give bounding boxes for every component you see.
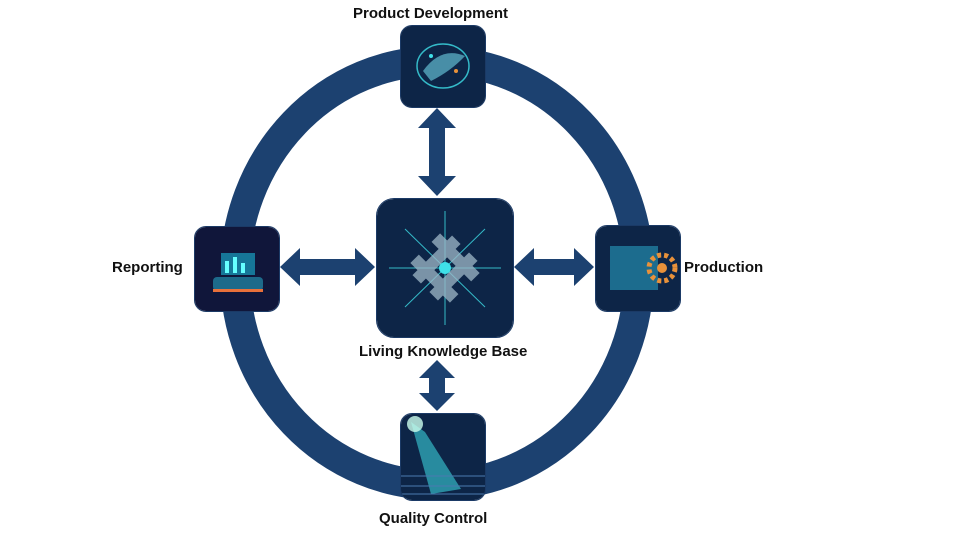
arrow-center-right <box>514 248 594 286</box>
scanner-light-icon <box>401 414 485 500</box>
quality-control-tile <box>400 413 486 501</box>
product-development-tile <box>400 25 486 108</box>
product-development-label: Product Development <box>353 5 509 22</box>
production-label: Production <box>684 259 764 276</box>
reporting-tile <box>194 226 280 312</box>
living-knowledge-base-tile <box>376 198 514 338</box>
reporting-label: Reporting <box>112 259 183 276</box>
gear-machine-icon <box>596 226 680 311</box>
arrow-center-top <box>418 108 456 196</box>
circuit-brain-icon <box>377 199 513 337</box>
brain-network-icon <box>401 26 485 107</box>
dashboard-chart-icon <box>195 227 279 311</box>
arrow-center-left <box>280 248 375 286</box>
living-knowledge-base-label: Living Knowledge Base <box>359 343 528 360</box>
arrow-center-bottom <box>419 360 455 411</box>
quality-control-label: Quality Control <box>379 510 488 527</box>
production-tile <box>595 225 681 312</box>
